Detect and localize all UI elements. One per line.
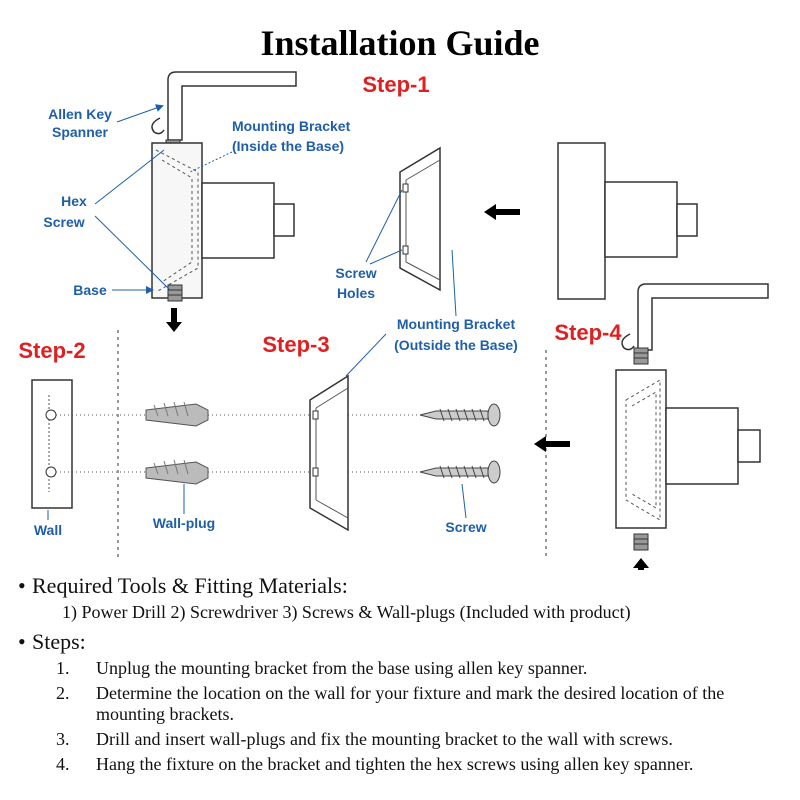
hex-screw-icon [633, 347, 649, 365]
step1-fixture-with-key [151, 71, 297, 332]
list-item: 2.Determine the location on the wall for… [56, 683, 725, 724]
diagram-canvas: Allen Key Spanner Mounting Bracket (Insi… [18, 71, 769, 570]
tools-heading: •Required Tools & Fitting Materials: [18, 573, 348, 598]
arrow-left-icon [534, 436, 570, 452]
hex-screw-icon [633, 533, 649, 551]
fixture-arm [273, 203, 295, 237]
screw-label: Screw [445, 519, 486, 535]
step2-label: Step-2 [18, 338, 85, 363]
steps-list: 1.Unplug the mounting bracket from the b… [18, 658, 788, 775]
fixture-body [201, 182, 275, 259]
instructions: •Required Tools & Fitting Materials: 1) … [18, 572, 788, 779]
rotate-arrow-icon [151, 117, 165, 135]
screw-icon [419, 403, 501, 427]
wall-plug-icon [145, 401, 209, 427]
steps-heading: •Steps: [18, 629, 86, 654]
wall-plug-label: Wall-plug [153, 515, 215, 531]
screw-holes-label: Screw [335, 265, 376, 281]
base-plate [151, 142, 203, 299]
wall-panel [31, 379, 73, 509]
screw-icon [419, 460, 501, 484]
allen-key-icon [167, 71, 297, 141]
list-item: 3.Drill and insert wall-plugs and fix th… [56, 729, 673, 749]
list-item: 4.Hang the fixture on the bracket and ti… [56, 754, 694, 774]
bracket-outside-label: Mounting Bracket [397, 316, 516, 332]
arrow-down-icon [166, 308, 182, 332]
step3-bracket [309, 374, 349, 532]
rotate-arrow-icon [621, 333, 635, 351]
hex-screw-icon [167, 284, 183, 302]
arrow-up-icon [633, 558, 649, 570]
step1-bracket [399, 146, 441, 292]
drill-mark-icon [45, 409, 57, 421]
base-label: Base [73, 282, 107, 298]
allen-key-icon [637, 283, 769, 351]
bracket-inside-label: (Inside the Base) [232, 138, 344, 154]
bracket-outside-label: (Outside the Base) [394, 337, 518, 353]
list-item: 1.Unplug the mounting bracket from the b… [56, 658, 588, 678]
allen-key-label: Spanner [52, 124, 109, 140]
screw-hole-icon [312, 410, 319, 420]
step3-label: Step-3 [262, 332, 329, 357]
allen-key-label: Allen Key [48, 106, 112, 122]
step4-label: Step-4 [554, 320, 622, 345]
arrow-left-icon [484, 204, 520, 220]
step4-fixture-with-key [615, 283, 769, 570]
guide-title: Installation Guide [260, 23, 540, 63]
screw-hole-icon [312, 467, 319, 477]
screw-hole-icon [402, 183, 409, 193]
wall-plug-icon [145, 459, 209, 485]
screw-holes-label: Holes [337, 285, 375, 301]
tools-list: 1) Power Drill 2) Screwdriver 3) Screws … [62, 602, 631, 622]
screw-hole-icon [402, 245, 409, 255]
wall-label: Wall [34, 522, 62, 538]
step1-callouts: Allen Key Spanner Mounting Bracket (Insi… [43, 104, 351, 298]
bracket-inside-label: Mounting Bracket [232, 118, 351, 134]
hex-screw-label: Screw [43, 214, 84, 230]
hex-screw-label: Hex [61, 193, 87, 209]
step1-label: Step-1 [362, 72, 429, 97]
bracket-outside-callout: Mounting Bracket (Outside the Base) [345, 316, 518, 377]
step1-base-no-bracket [557, 142, 698, 300]
screw-holes-callout: Screw Holes [335, 189, 457, 317]
drill-mark-icon [45, 466, 57, 478]
